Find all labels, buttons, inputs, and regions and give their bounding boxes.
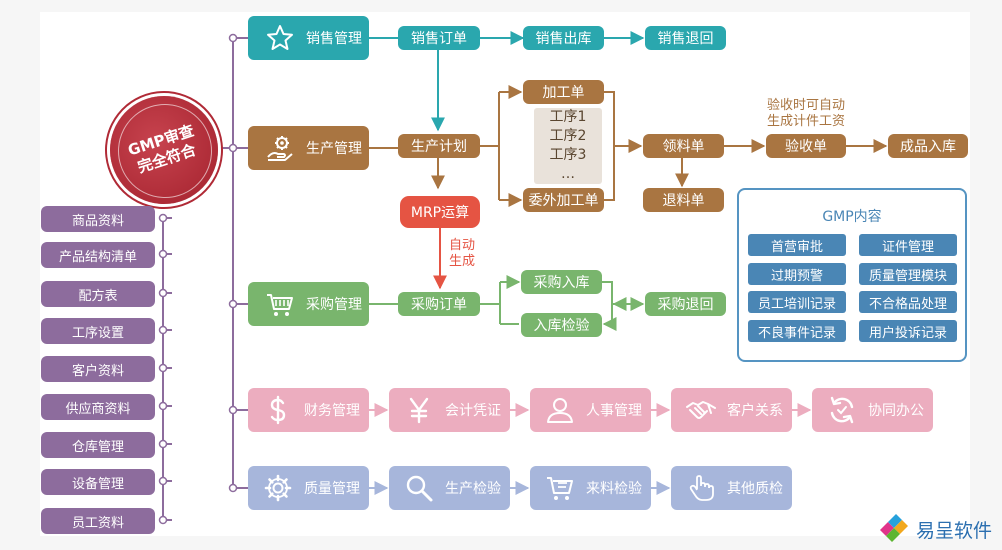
processing-order[interactable]: 加工单 bbox=[523, 80, 604, 104]
base-data-item[interactable]: 供应商资料 bbox=[41, 394, 155, 420]
module-quality[interactable]: 质量管理 bbox=[248, 466, 369, 510]
module-finance[interactable]: 财务管理 bbox=[248, 388, 369, 432]
process-step: 工序2 bbox=[549, 128, 587, 144]
base-data-item[interactable]: 产品结构清单 bbox=[41, 242, 155, 268]
magnifier-icon bbox=[399, 473, 439, 503]
purchase-inbound[interactable]: 采购入库 bbox=[521, 270, 602, 294]
gear-icon bbox=[258, 473, 298, 503]
handshake-icon bbox=[681, 395, 721, 425]
base-data-item[interactable]: 客户资料 bbox=[41, 356, 155, 382]
production-plan[interactable]: 生产计划 bbox=[398, 134, 480, 158]
gmp-item[interactable]: 过期预警 bbox=[748, 263, 846, 285]
base-data-item[interactable]: 仓库管理 bbox=[41, 432, 155, 458]
base-data-item[interactable]: 商品资料 bbox=[41, 206, 155, 232]
finished-goods-inbound[interactable]: 成品入库 bbox=[888, 134, 968, 158]
module-hr[interactable]: 人事管理 bbox=[530, 388, 651, 432]
inbound-inspection[interactable]: 入库检验 bbox=[521, 313, 602, 337]
process-step: 工序1 bbox=[549, 109, 587, 125]
gmp-content-title: GMP内容 bbox=[822, 209, 882, 225]
pointer-hand-icon bbox=[681, 473, 721, 503]
gmp-item[interactable]: 用户投诉记录 bbox=[859, 320, 957, 342]
sync-icon bbox=[822, 395, 862, 425]
person-icon bbox=[540, 395, 580, 425]
material-requisition[interactable]: 领料单 bbox=[643, 134, 724, 158]
module-incoming-inspection[interactable]: 来料检验 bbox=[530, 466, 651, 510]
gmp-item[interactable]: 不合格品处理 bbox=[859, 291, 957, 313]
gmp-item[interactable]: 质量管理模块 bbox=[859, 263, 957, 285]
module-accounting-voucher[interactable]: 会计凭证 bbox=[389, 388, 510, 432]
module-production[interactable]: 生产管理 bbox=[248, 126, 369, 170]
auto-generate-note: 自动 生成 bbox=[448, 238, 475, 269]
brand-logo-icon bbox=[880, 514, 908, 542]
mrp-calculation[interactable]: MRP运算 bbox=[400, 196, 480, 228]
base-data-item[interactable]: 员工资料 bbox=[41, 508, 155, 534]
base-data-item[interactable]: 配方表 bbox=[41, 281, 155, 307]
module-production-inspection[interactable]: 生产检验 bbox=[389, 466, 510, 510]
process-step: 工序3 bbox=[549, 147, 587, 163]
brand-logo: 易呈软件 bbox=[876, 514, 992, 544]
purchase-return[interactable]: 采购退回 bbox=[645, 292, 726, 316]
hand-gear-icon bbox=[260, 133, 300, 163]
sales-outbound[interactable]: 销售出库 bbox=[523, 26, 604, 50]
gmp-item[interactable]: 证件管理 bbox=[859, 234, 957, 256]
module-sales[interactable]: 销售管理 bbox=[248, 16, 369, 60]
dollar-icon bbox=[258, 395, 298, 425]
purchase-order[interactable]: 采购订单 bbox=[398, 292, 480, 316]
star-icon bbox=[260, 23, 300, 53]
sales-order[interactable]: 销售订单 bbox=[398, 26, 480, 50]
module-purchase[interactable]: 采购管理 bbox=[248, 282, 369, 326]
material-return[interactable]: 退料单 bbox=[643, 188, 724, 212]
sales-return[interactable]: 销售退回 bbox=[645, 26, 726, 50]
process-steps: 工序1 工序2 工序3 … bbox=[534, 108, 602, 184]
module-collaboration[interactable]: 协同办公 bbox=[812, 388, 933, 432]
module-other-quality[interactable]: 其他质检 bbox=[671, 466, 792, 510]
inspection-order[interactable]: 验收单 bbox=[766, 134, 846, 158]
cart-check-icon bbox=[540, 473, 580, 503]
base-data-item[interactable]: 工序设置 bbox=[41, 318, 155, 344]
brand-name: 易呈软件 bbox=[916, 519, 993, 542]
piece-wage-note: 验收时可自动 生成计件工资 bbox=[766, 98, 845, 129]
base-data-item[interactable]: 设备管理 bbox=[41, 469, 155, 495]
module-customer-relations[interactable]: 客户关系 bbox=[671, 388, 792, 432]
outsourced-order[interactable]: 委外加工单 bbox=[523, 188, 604, 212]
gmp-item[interactable]: 员工培训记录 bbox=[748, 291, 846, 313]
shopping-cart-icon bbox=[260, 289, 300, 319]
yen-icon bbox=[399, 395, 439, 425]
gmp-item[interactable]: 首营审批 bbox=[748, 234, 846, 256]
process-step: … bbox=[561, 166, 575, 182]
gmp-item[interactable]: 不良事件记录 bbox=[748, 320, 846, 342]
